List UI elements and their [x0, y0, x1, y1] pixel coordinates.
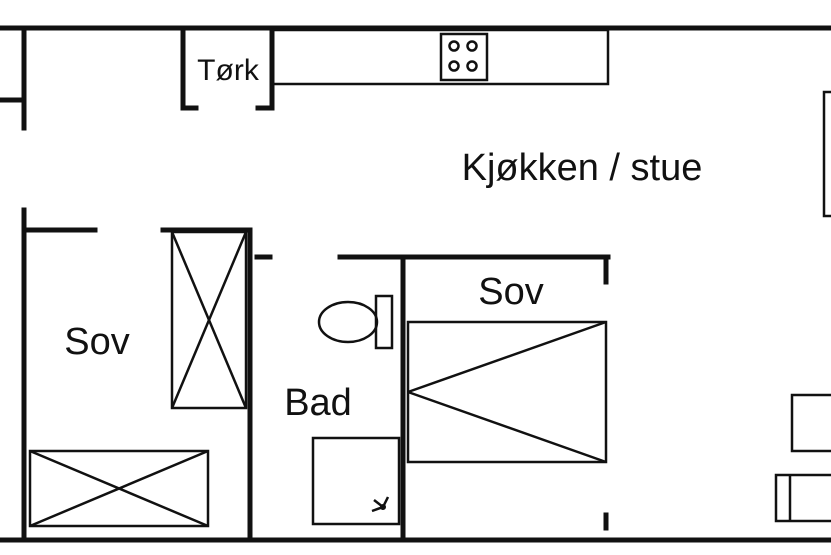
interior-walls	[21, 227, 611, 543]
room-label-bedroom-right: Sov	[478, 271, 543, 313]
bed-left	[28, 449, 210, 528]
room-label-tork: Tørk	[197, 54, 260, 87]
drying-room: Tørk	[180, 25, 275, 111]
armchair	[774, 473, 831, 523]
room-label-bath: Bad	[284, 382, 352, 424]
room-label-bedroom-left: Sov	[64, 321, 129, 363]
bedroom-left: Sov	[28, 230, 248, 528]
toilet-icon	[317, 294, 394, 350]
room-label-kitchen-living: Kjøkken / stue	[462, 147, 703, 189]
wardrobe-left	[170, 230, 248, 410]
bedroom-right: Sov	[406, 271, 608, 464]
bed-right	[406, 320, 608, 464]
shower-icon	[311, 436, 401, 526]
kitchen-counter	[270, 28, 610, 86]
sofa-table	[790, 393, 831, 453]
dining-table	[822, 90, 831, 218]
bathroom: Bad	[284, 294, 401, 526]
stove-icon	[439, 32, 489, 82]
outer-walls	[0, 25, 831, 543]
